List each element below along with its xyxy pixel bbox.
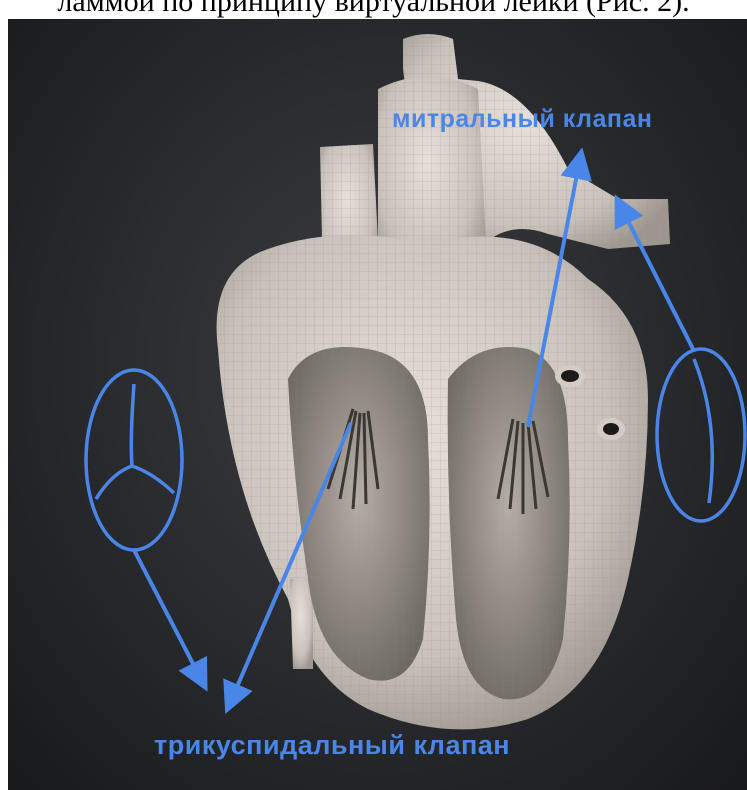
heart-body — [217, 235, 648, 729]
heart-illustration — [8, 19, 747, 790]
tricuspid-valve-label: трикуспидальный клапан — [154, 730, 510, 761]
tricuspid-diagram-arrow — [134, 550, 202, 681]
mitral-valve-diagram — [657, 349, 745, 521]
left-ventricle-cavity — [448, 347, 570, 699]
mitral-valve-label: митральный клапан — [392, 105, 653, 134]
heart-figure: митральный клапан трикуспидальный клапан — [8, 19, 747, 790]
tricuspid-valve-diagram — [86, 370, 182, 550]
